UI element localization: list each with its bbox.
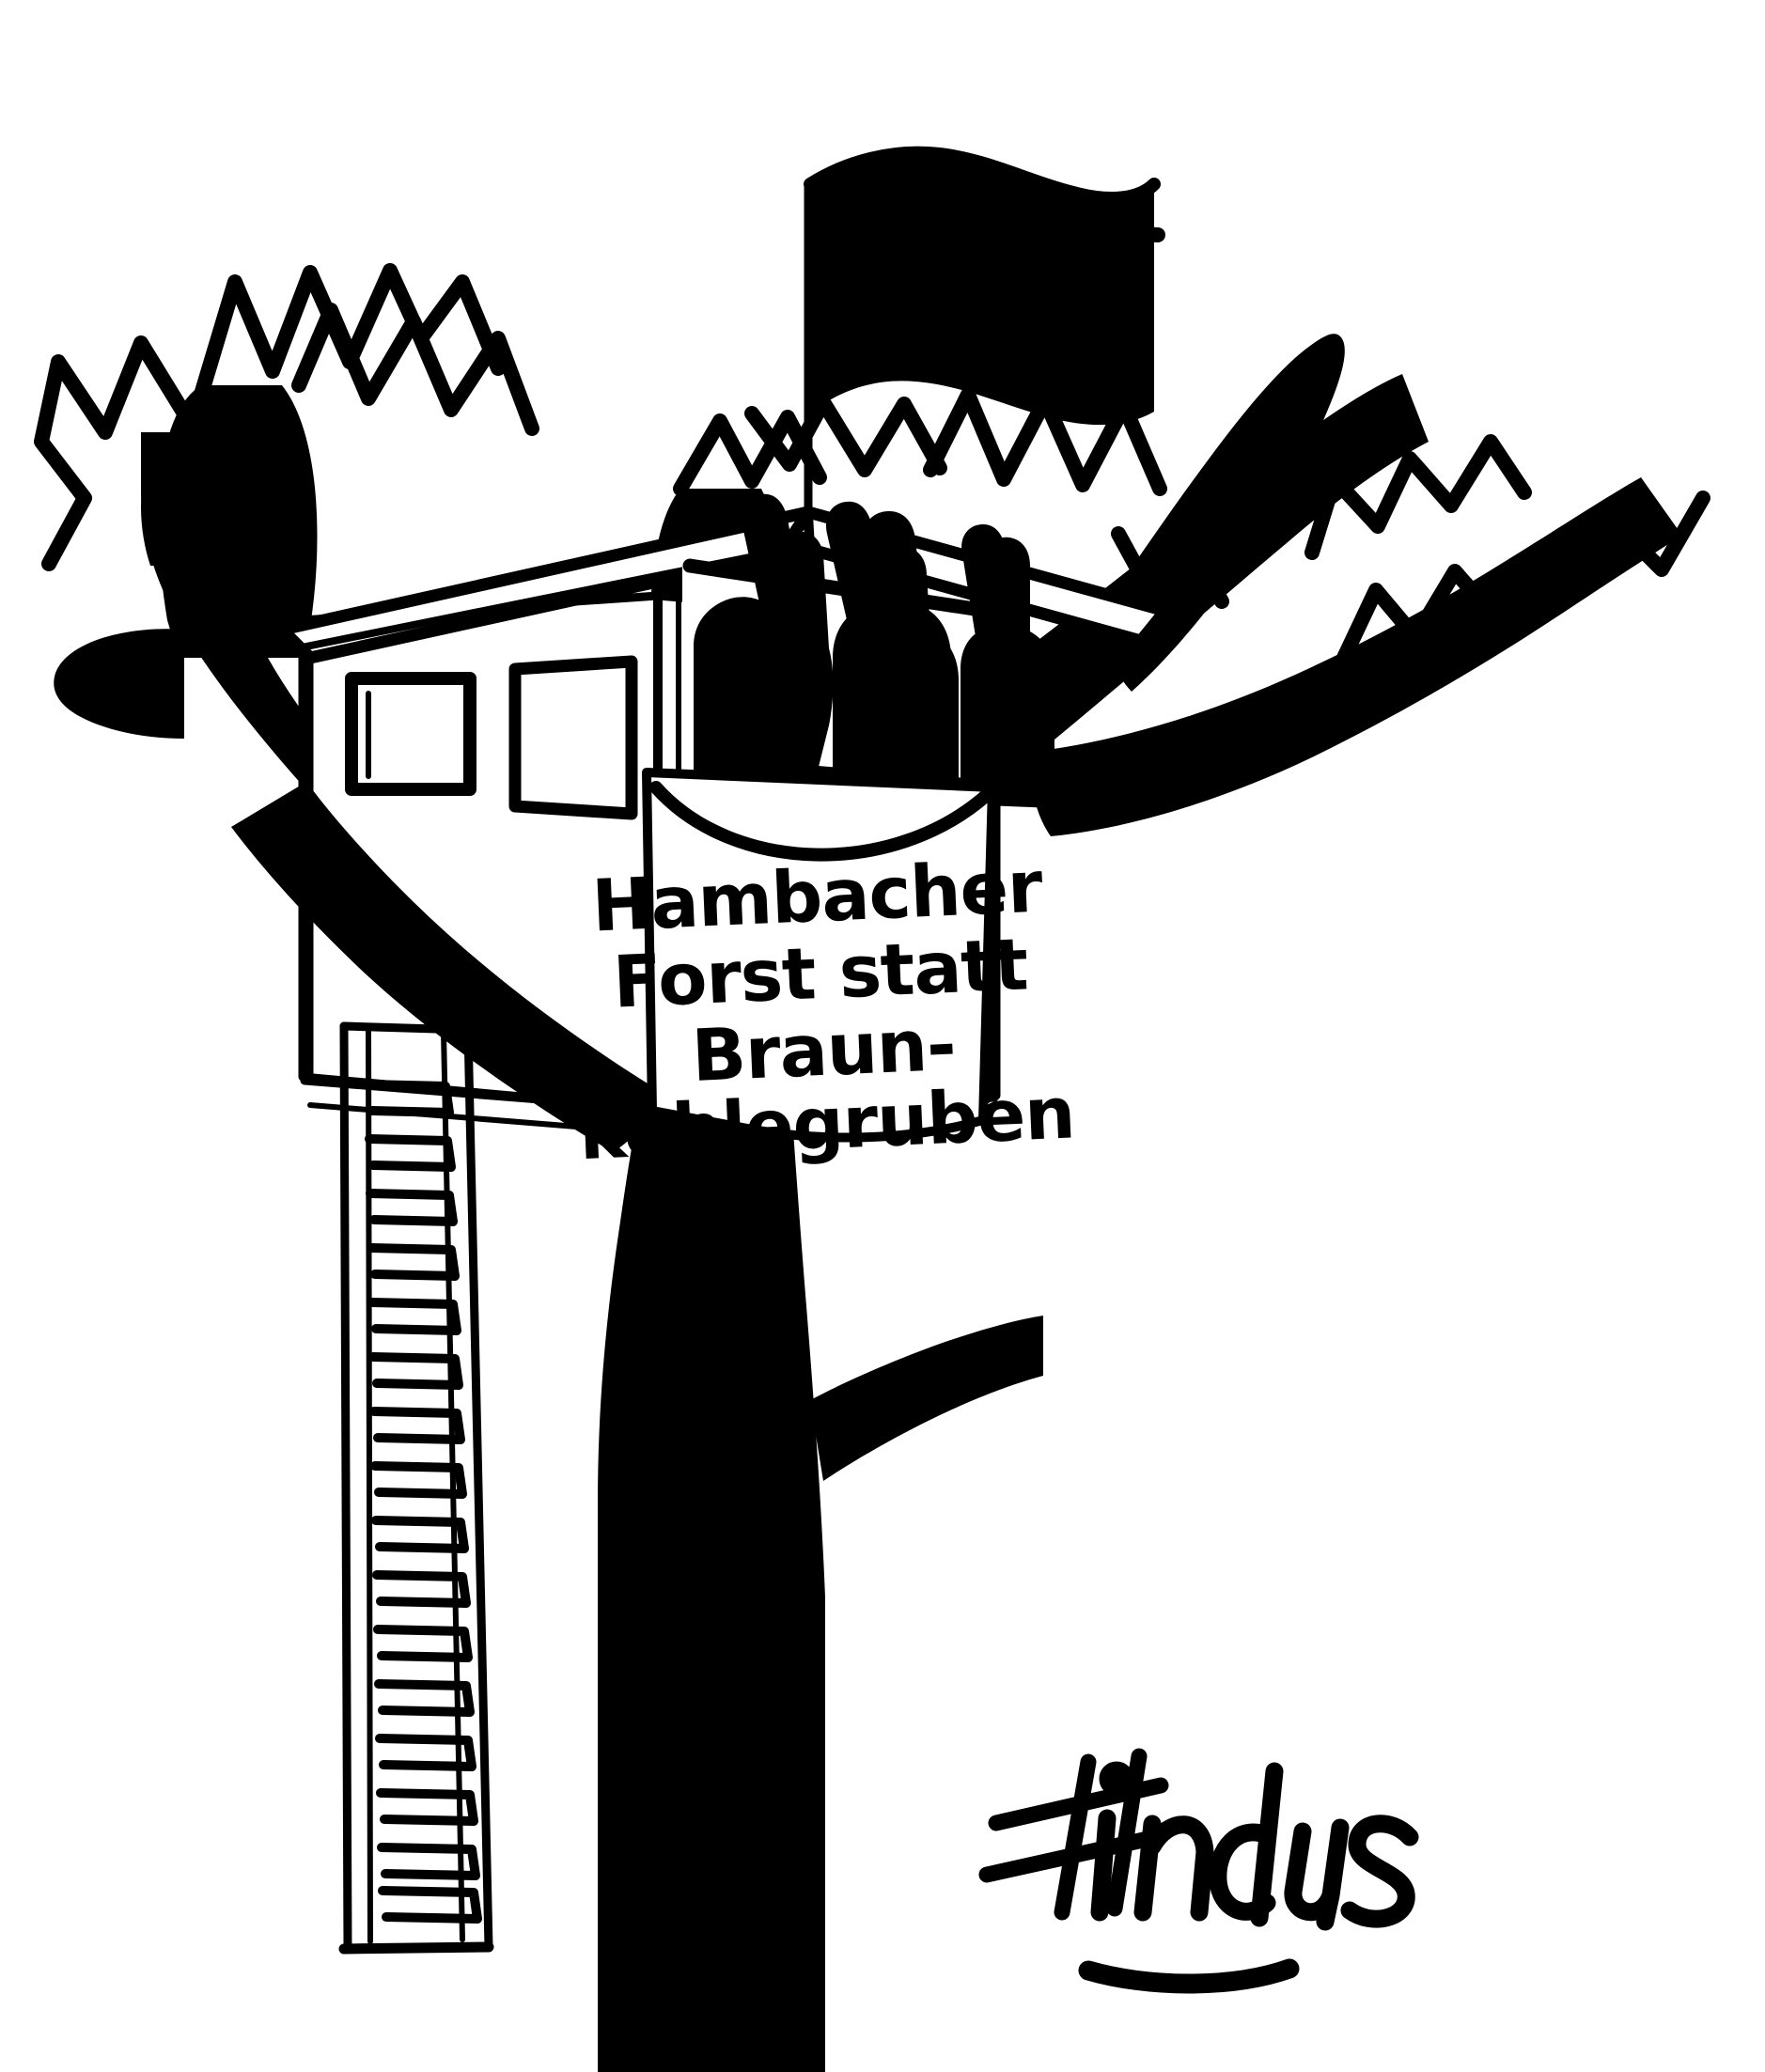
banner-line-1: Hambacher	[590, 845, 1045, 948]
protester-4	[961, 537, 1054, 808]
banner-line-2: Forst statt	[611, 922, 1029, 1023]
tree-trunk-front	[601, 1240, 820, 2072]
twigs-trunk-fork	[673, 410, 827, 496]
flag-top-edge	[804, 146, 1161, 205]
flag-cloth	[810, 152, 1154, 426]
ladder-rungs	[364, 1080, 482, 1924]
protester-4-arm	[961, 524, 1017, 648]
ladder-rail-right-inner	[441, 1029, 465, 1942]
protester-2-arm-left	[825, 501, 889, 624]
treehouse-balcony-rail-top	[682, 558, 994, 618]
ladder	[338, 1021, 494, 1955]
banner-outline	[642, 768, 997, 1143]
tree-branch-over-ladder	[231, 782, 658, 1152]
ladder-bottom-cap	[338, 1941, 494, 1955]
signature-hash-icon	[978, 1748, 1169, 1921]
tree-branch-right-upper	[1106, 334, 1345, 692]
twigs-left-canopy	[34, 263, 539, 571]
treehouse-eave-line	[293, 541, 814, 652]
signature-letters	[1090, 1761, 1419, 1931]
treehouse-window-tall-frame	[508, 655, 638, 820]
artist-signature	[978, 1748, 1419, 1994]
tree-branch-left-stub	[54, 629, 184, 739]
banner-line-3: Braun-	[690, 1003, 957, 1098]
flag	[804, 146, 1161, 536]
protester-1-arm	[741, 493, 804, 620]
protesters	[694, 493, 1054, 808]
protester-3	[846, 547, 959, 801]
tree-branch-stub-right	[810, 1316, 1043, 1481]
signature-underline	[1078, 1958, 1300, 1994]
protest-banner: Hambacher Forst statt Braun- kohlegruben	[577, 768, 1076, 1176]
ladder-rail-right-outer	[463, 1025, 493, 1952]
banner-top-fold	[649, 781, 993, 862]
ladder-rail-left-outer	[339, 1021, 352, 1954]
ladder-rail-left-inner	[366, 1027, 373, 1944]
treehouse-window-square-frame	[345, 672, 476, 796]
twigs-right-canopy	[1111, 434, 1710, 665]
tree-branch-left-shaft	[158, 385, 318, 658]
banner-sheet	[647, 772, 992, 1138]
treehouse-window-tall	[515, 662, 632, 814]
banner-text-block: Hambacher Forst statt Braun- kohlegruben	[577, 845, 1076, 1176]
